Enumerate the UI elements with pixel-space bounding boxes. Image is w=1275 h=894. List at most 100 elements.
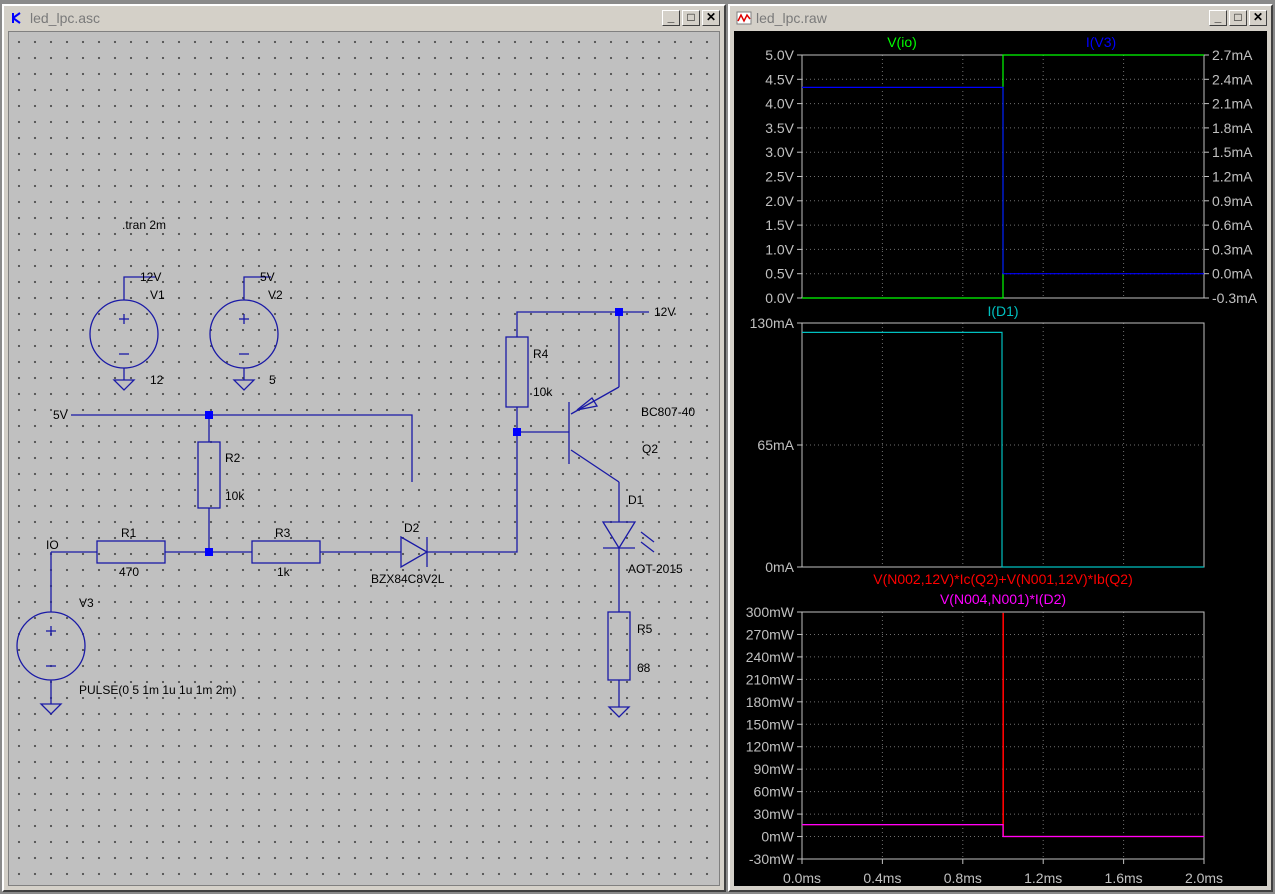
resistor-value-r4: 10k [533, 385, 553, 399]
schematic-canvas[interactable]: .tran 2m 12V V1 12 5V V2 5 5V R2 10k IO … [8, 31, 720, 886]
diode-name-d2: D2 [404, 521, 420, 535]
schematic-drawing: .tran 2m 12V V1 12 5V V2 5 5V R2 10k IO … [16, 218, 695, 718]
x-tick-label: 1.6ms [1105, 870, 1143, 886]
resistor-r3[interactable] [251, 540, 401, 564]
y-tick-label: 90mW [754, 761, 795, 777]
led-value-d1: AOT-2015 [628, 562, 683, 576]
y2-tick-label: 1.8mA [1212, 120, 1253, 136]
y-tick-label: 240mW [746, 649, 795, 665]
trace-i-d1- [802, 331, 1204, 568]
source-value-v2: 5 [269, 373, 276, 387]
resistor-value-r3: 1k [277, 565, 291, 579]
resistor-value-r5: 68 [637, 661, 651, 675]
resistor-name-r1: R1 [121, 526, 137, 540]
trace-label-iv3[interactable]: I(V3) [1086, 34, 1116, 50]
net-label-12v: 12V [654, 305, 675, 319]
y-tick-label: 3.5V [765, 120, 794, 136]
x-tick-label: 0.4ms [863, 870, 901, 886]
source-value-v1: 12 [150, 373, 164, 387]
y-tick-label: 60mW [754, 784, 795, 800]
waveform-titlebar[interactable]: led_lpc.raw _ □ ✕ [732, 8, 1269, 28]
y-tick-label: 180mW [746, 694, 795, 710]
y2-tick-label: 2.4mA [1212, 71, 1253, 87]
y-tick-label: 30mW [754, 806, 795, 822]
source-v1[interactable] [89, 276, 159, 391]
y-tick-label: 65mA [757, 437, 794, 453]
resistor-r2[interactable] [197, 415, 221, 552]
trace-v-n002-12v-ic-q2-v-n001-12v-ib-q2- [802, 612, 1204, 838]
y-tick-label: 1.5V [765, 217, 794, 233]
y2-tick-label: 2.1mA [1212, 96, 1253, 112]
source-v2[interactable] [209, 276, 279, 391]
minimize-button[interactable]: _ [1209, 10, 1227, 26]
y2-tick-label: 2.7mA [1212, 47, 1253, 63]
maximize-button[interactable]: □ [682, 10, 700, 26]
schematic-title: led_lpc.asc [30, 10, 101, 26]
source-value-v3: PULSE(0 5 1m 1u 1u 1m 2m) [79, 683, 236, 697]
y-tick-label: 5.0V [765, 47, 794, 63]
resistor-r1[interactable] [96, 540, 252, 564]
trace-i-v3- [802, 86, 1204, 275]
led-d1[interactable] [601, 521, 655, 612]
resistor-name-r3: R3 [275, 526, 291, 540]
transistor-value-q2: BC807-40 [641, 405, 695, 419]
waveform-title: led_lpc.raw [756, 10, 827, 26]
junction [205, 548, 213, 556]
y-tick-label: 120mW [746, 739, 795, 755]
resistor-name-r2: R2 [225, 451, 241, 465]
schematic-icon [12, 12, 21, 24]
y2-tick-label: 0.0mA [1212, 266, 1253, 282]
close-button[interactable]: ✕ [702, 10, 720, 26]
y-tick-label: 3.0V [765, 144, 794, 160]
net-label-v1: 12V [140, 270, 161, 284]
minimize-button[interactable]: _ [662, 10, 680, 26]
resistor-r4[interactable] [505, 311, 649, 432]
y-tick-label: 2.5V [765, 169, 794, 185]
transistor-name-q2: Q2 [642, 442, 658, 456]
net-label-v2: 5V [260, 270, 275, 284]
source-name-v3: V3 [79, 596, 94, 610]
y-tick-label: 2.0V [765, 193, 794, 209]
y-tick-label: 0mA [765, 559, 794, 575]
y-tick-label: 1.0V [765, 241, 794, 257]
transistor-q2[interactable] [517, 312, 620, 522]
y-tick-label: 0.5V [765, 266, 794, 282]
y2-tick-label: 1.5mA [1212, 144, 1253, 160]
junction [513, 428, 521, 436]
diode-value-d2: BZX84C8V2L [371, 572, 445, 586]
trace-label[interactable]: V(N002,12V)*Ic(Q2)+V(N001,12V)*Ib(Q2) [873, 571, 1133, 587]
plot-frame [801, 611, 1205, 860]
junction [615, 308, 623, 316]
resistor-value-r2: 10k [225, 489, 245, 503]
schematic-titlebar[interactable]: led_lpc.asc _ □ ✕ [6, 8, 722, 28]
resistor-name-r5: R5 [637, 622, 653, 636]
y-tick-label: 0.0V [765, 290, 794, 306]
resistor-r5[interactable] [607, 611, 631, 718]
y-tick-label: 270mW [746, 626, 795, 642]
resistor-value-r1: 470 [119, 565, 139, 579]
y-tick-label: 300mW [746, 604, 795, 620]
source-v3[interactable] [16, 552, 86, 715]
resistor-name-r4: R4 [533, 347, 549, 361]
net-label-5v: 5V [53, 408, 68, 422]
schematic-window[interactable]: led_lpc.asc _ □ ✕ [2, 4, 726, 892]
directive-tran[interactable]: .tran 2m [122, 218, 166, 232]
y-tick-label: 0mW [761, 829, 794, 845]
maximize-button[interactable]: □ [1229, 10, 1247, 26]
y2-tick-label: 0.3mA [1212, 241, 1253, 257]
led-name-d1: D1 [628, 493, 644, 507]
trace-label[interactable]: V(N004,N001)*I(D2) [940, 591, 1066, 607]
x-tick-label: 2.0ms [1185, 870, 1223, 886]
trace-label-vio[interactable]: V(io) [887, 34, 917, 50]
close-button[interactable]: ✕ [1249, 10, 1267, 26]
y2-tick-label: 1.2mA [1212, 169, 1253, 185]
x-tick-label: 1.2ms [1024, 870, 1062, 886]
waveform-plots[interactable]: 5.0V4.5V4.0V3.5V3.0V2.5V2.0V1.5V1.0V0.5V… [734, 31, 1271, 890]
diode-d2[interactable] [400, 432, 518, 569]
trace-label[interactable]: I(D1) [987, 303, 1018, 319]
y-tick-label: 130mA [750, 315, 795, 331]
y-tick-label: -30mW [749, 851, 795, 867]
waveform-icon [736, 11, 752, 25]
